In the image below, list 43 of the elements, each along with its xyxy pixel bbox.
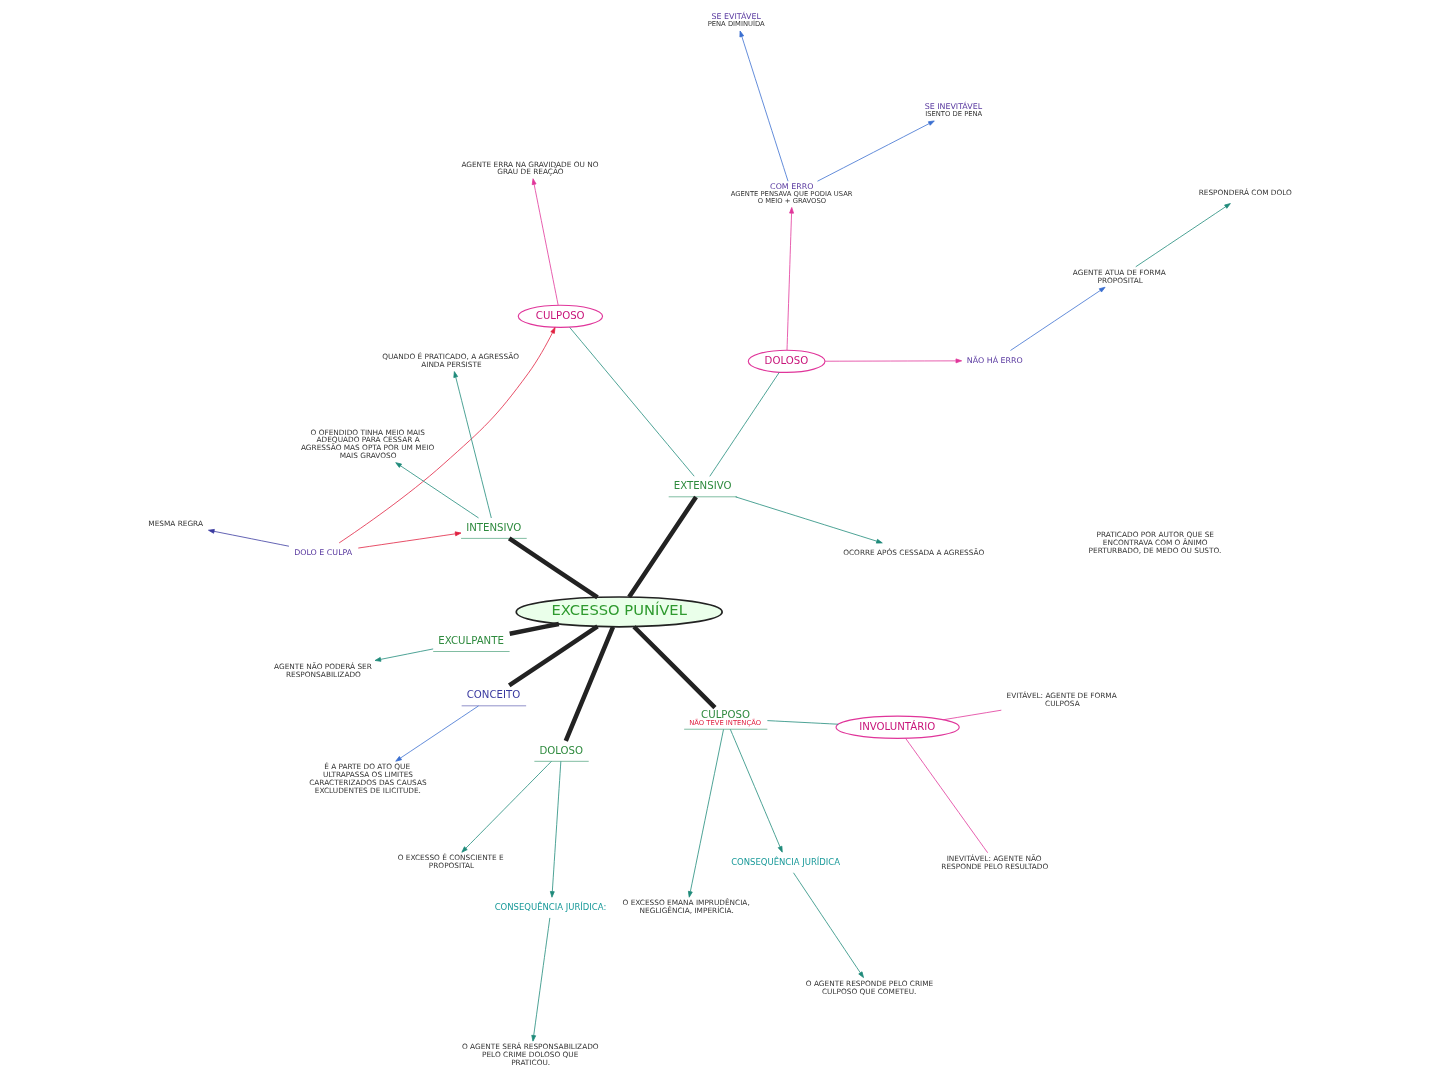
arrow: [394, 705, 479, 762]
arrow: [394, 462, 479, 519]
connector: [708, 372, 780, 477]
arrow: [460, 761, 552, 853]
arrow: [824, 358, 962, 364]
node-ellipse: CULPOSO: [517, 304, 603, 328]
node-ellipse: EXCESSO PUNÍVEL: [514, 596, 723, 628]
arrow: [374, 648, 434, 662]
arrow: [739, 30, 788, 182]
node-text: CONSEQUÊNCIA JURÍDICA: [730, 856, 840, 867]
arrow: [792, 872, 864, 978]
arrow: [1009, 286, 1105, 351]
node-text: EXTENSIVO: [673, 480, 731, 492]
connector: [507, 624, 599, 688]
arrow: [816, 120, 935, 182]
arrow: [687, 729, 724, 898]
arrow: [530, 917, 550, 1042]
node-text: CONSEQUÊNCIA JURÍDICA:: [494, 901, 606, 912]
arrow: [729, 728, 783, 853]
arrow: [734, 496, 883, 544]
arrow: [452, 371, 492, 519]
connector: [508, 621, 559, 636]
connector: [631, 625, 717, 710]
node-ellipse: INVOLUNTÁRIO: [835, 715, 960, 739]
arrow: [1134, 203, 1231, 268]
node-ellipse: DOLOSO: [747, 349, 826, 373]
node-text: INTENSIVO: [465, 521, 521, 533]
arrow: [338, 327, 555, 544]
connector: [507, 536, 599, 600]
connector: [626, 495, 698, 599]
connector: [766, 720, 839, 725]
arrow: [549, 761, 561, 898]
connector: [568, 327, 695, 477]
arrow: [531, 178, 559, 306]
node-text: EXCULPANTE: [437, 634, 504, 646]
connector: [942, 709, 1002, 721]
node-text: DOLOSO: [538, 744, 583, 756]
arrow: [786, 207, 794, 351]
connector: [904, 737, 988, 854]
arrow: [357, 531, 461, 549]
node-text: CONCEITO: [466, 689, 520, 701]
arrow: [207, 529, 289, 547]
connector: [563, 625, 615, 742]
